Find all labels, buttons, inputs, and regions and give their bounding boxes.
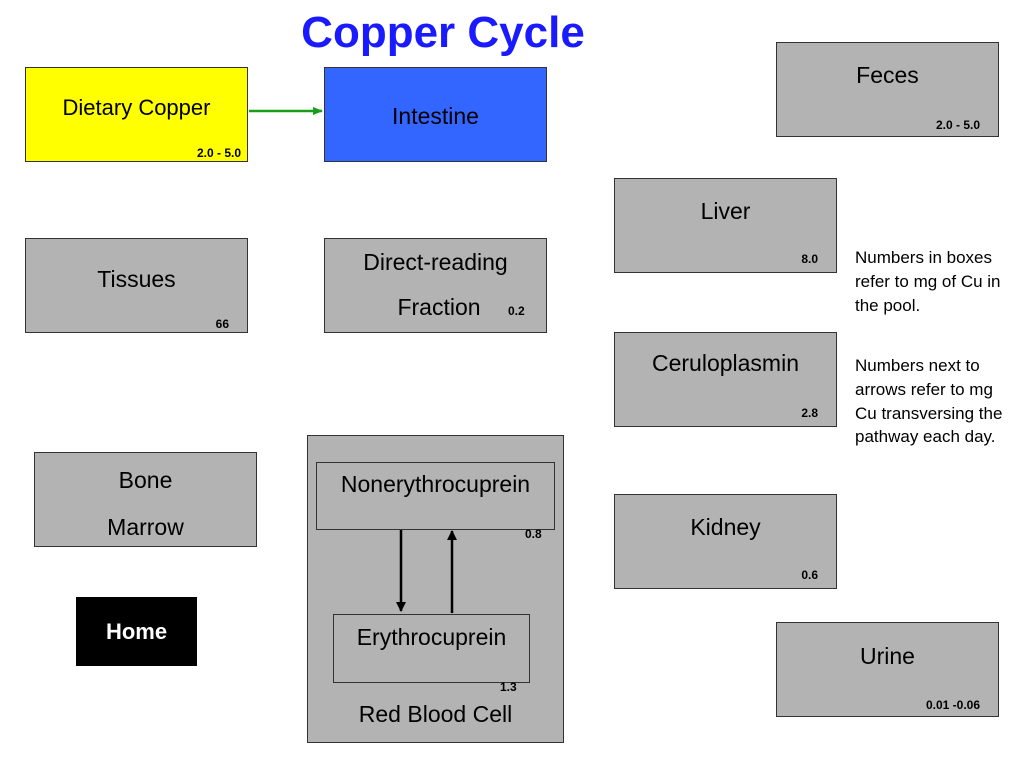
direct-reading-label-line2: Fraction <box>397 294 481 320</box>
erythrocuprein-label: Erythrocuprein <box>356 624 507 650</box>
intestine-box[interactable]: Intestine <box>324 67 547 162</box>
ceruloplasmin-box[interactable]: Ceruloplasmin 2.8 <box>614 332 837 427</box>
pool-note: Numbers in boxes refer to mg of Cu in th… <box>855 248 1001 315</box>
kidney-box[interactable]: Kidney 0.6 <box>614 494 837 589</box>
direct-reading-fraction-box[interactable]: Direct-reading Fraction 0.2 <box>324 238 547 333</box>
liver-box[interactable]: Liver 8.0 <box>614 178 837 273</box>
erythrocuprein-box[interactable]: Erythrocuprein <box>333 614 530 683</box>
arrow-note: Numbers next to arrows refer to mg Cu tr… <box>855 356 1003 447</box>
red-blood-cell-box[interactable]: Nonerythrocuprein 0.8 Erythrocuprein 1.3… <box>307 435 564 743</box>
ceruloplasmin-label: Ceruloplasmin <box>651 350 799 376</box>
home-button[interactable]: Home <box>76 597 197 666</box>
nonerythrocuprein-box[interactable]: Nonerythrocuprein <box>316 462 555 530</box>
intestine-label: Intestine <box>392 103 479 129</box>
dietary-copper-value: 2.0 - 5.0 <box>196 146 241 160</box>
bone-marrow-label-line1: Bone <box>118 467 173 493</box>
feces-value: 2.0 - 5.0 <box>935 118 980 132</box>
urine-label: Urine <box>860 643 915 669</box>
red-blood-cell-label: Red Blood Cell <box>358 701 513 727</box>
erythrocuprein-value: 1.3 <box>500 680 517 694</box>
ceruloplasmin-value: 2.8 <box>801 406 818 420</box>
kidney-label: Kidney <box>690 514 761 540</box>
tissues-label: Tissues <box>97 266 176 292</box>
feces-box[interactable]: Feces 2.0 - 5.0 <box>776 42 999 137</box>
nonerythrocuprein-value: 0.8 <box>525 527 542 541</box>
bone-marrow-box[interactable]: Bone Marrow <box>34 452 257 547</box>
liver-label: Liver <box>700 198 751 224</box>
dietary-copper-box[interactable]: Dietary Copper 2.0 - 5.0 <box>25 67 248 162</box>
urine-box[interactable]: Urine 0.01 -0.06 <box>776 622 999 717</box>
direct-reading-label-line1: Direct-reading <box>363 249 508 275</box>
tissues-box[interactable]: Tissues 66 <box>25 238 248 333</box>
tissues-value: 66 <box>215 317 229 331</box>
direct-reading-value: 0.2 <box>508 304 525 318</box>
feces-label: Feces <box>856 62 919 88</box>
liver-value: 8.0 <box>801 252 818 266</box>
kidney-value: 0.6 <box>801 568 818 582</box>
urine-value: 0.01 -0.06 <box>925 698 980 712</box>
page-title: Copper Cycle <box>301 8 585 57</box>
bone-marrow-label-line2: Marrow <box>107 514 184 540</box>
nonerythrocuprein-label: Nonerythrocuprein <box>340 471 531 497</box>
dietary-copper-label: Dietary Copper <box>62 95 211 120</box>
